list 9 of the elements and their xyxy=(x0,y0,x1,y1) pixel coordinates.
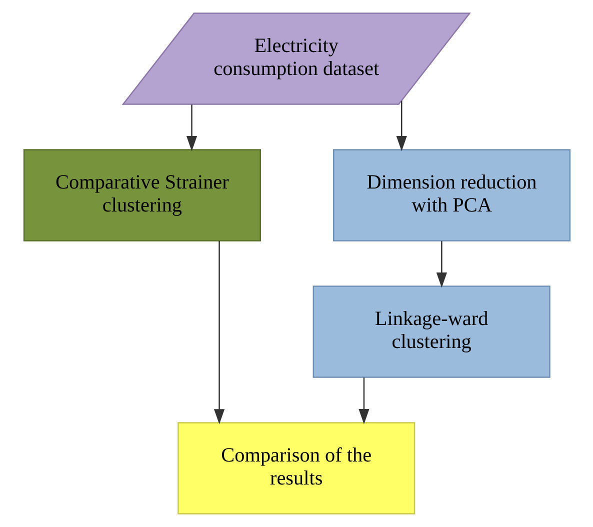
arrow xyxy=(186,104,197,152)
arrow xyxy=(358,378,369,424)
node-box: Comparison of the results xyxy=(177,422,415,514)
node-box: Dimension reduction with PCA xyxy=(332,149,570,242)
node-box: Comparative Strainer clustering xyxy=(22,149,260,242)
arrow xyxy=(396,100,406,152)
node-box: Linkage-ward clustering xyxy=(312,286,550,378)
arrow xyxy=(213,240,224,424)
arrow xyxy=(436,241,446,288)
